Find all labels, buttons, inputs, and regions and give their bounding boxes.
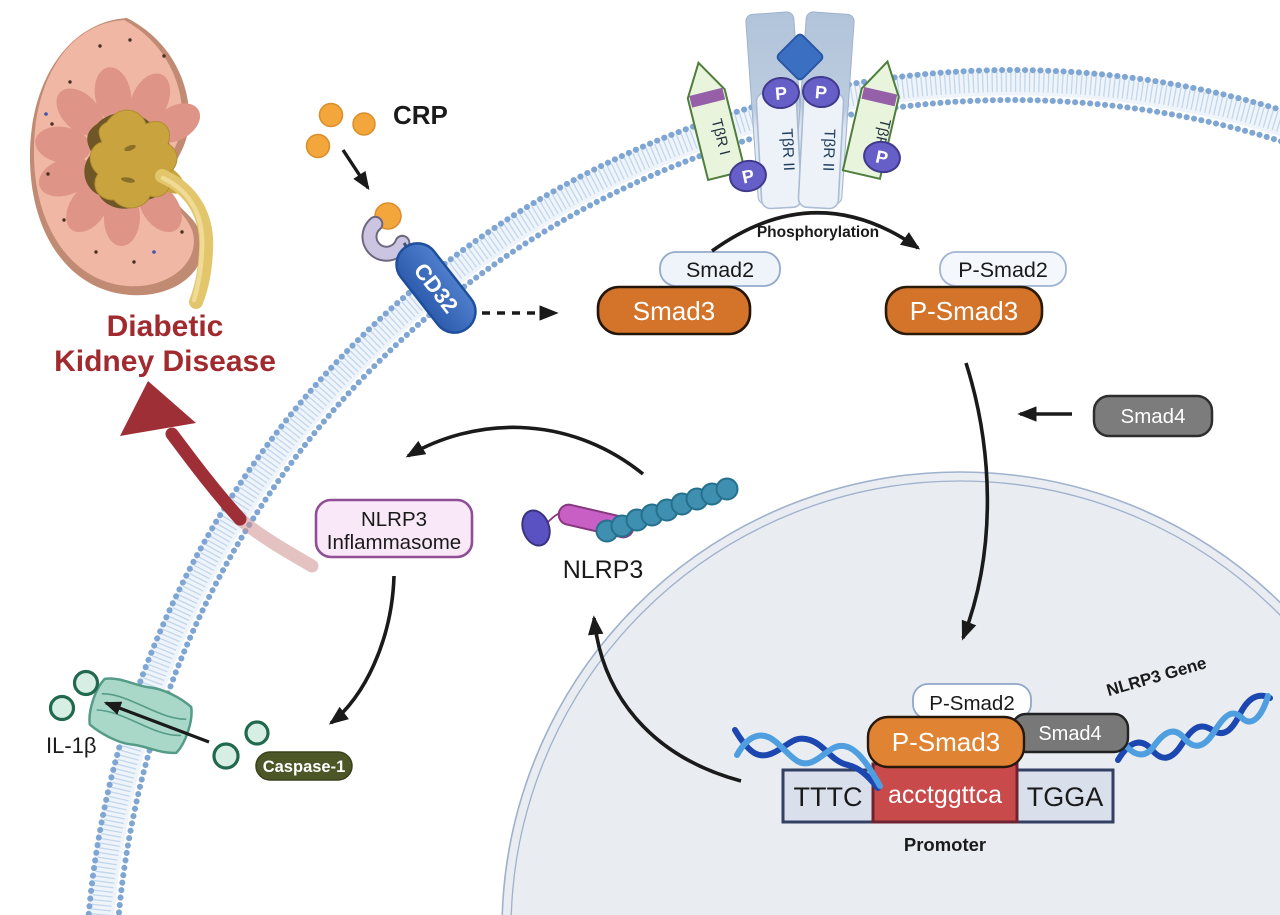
phosphorylation-arrow <box>710 210 921 253</box>
nuclear-smad4-label: Smad4 <box>1038 723 1101 745</box>
kidney-pelvis <box>89 109 178 209</box>
nlrp3-inflammasome: NLRP3 Inflammasome <box>314 498 474 559</box>
il1b-molecule <box>48 694 76 722</box>
nuclear-psmad2-label: P-Smad2 <box>929 692 1014 715</box>
nlrp3-lrr-beads <box>595 477 739 543</box>
crp-molecule <box>352 112 376 136</box>
smad2-smad3-complex: Smad2 Smad3 <box>596 251 781 336</box>
disease-arrow <box>120 381 319 573</box>
disease-title: Diabetic Kidney Disease <box>54 310 276 378</box>
nuclear-psmad3-pill <box>866 715 1026 769</box>
phospho-badge: P <box>863 140 901 174</box>
nuclear-psmad3-label: P-Smad3 <box>892 727 1000 757</box>
inflammasome-assembly-arrow <box>405 425 645 476</box>
caspase1: Caspase-1 <box>255 751 353 781</box>
tbr2-right-label: TβR II <box>819 129 837 172</box>
smad2-label: Smad2 <box>686 258 754 282</box>
tbr1-left <box>686 60 747 182</box>
nlrp3-protein: NLRP3 <box>521 477 739 584</box>
crp-ligand: CRP <box>305 100 448 191</box>
nlrp3-pyd-domain <box>521 509 551 547</box>
caspase1-pill <box>255 751 353 781</box>
kidney-vein-dot <box>152 250 156 254</box>
phospho-badge-label: P <box>740 165 756 187</box>
cell-membrane <box>85 67 1280 915</box>
promoter-label: Promoter <box>904 834 986 855</box>
disease-title-line1: Diabetic <box>107 310 224 343</box>
kidney-ureter-highlight <box>160 175 205 303</box>
kidney-vessel-dots <box>46 38 184 264</box>
phospho-badge: P <box>802 75 840 109</box>
phospho-badge-label: P <box>774 83 788 104</box>
psmad2-label: P-Smad2 <box>958 258 1048 282</box>
kidney-illustration <box>29 18 214 309</box>
phospho-badge: P <box>729 159 767 193</box>
kidney-vein-dot <box>44 112 48 116</box>
nuclear-smad-complex: P-Smad2 Smad4 P-Smad3 <box>866 683 1130 769</box>
psmad3-pill <box>884 285 1044 336</box>
smad4-recruitment: Smad4 <box>1017 394 1214 438</box>
inflammasome-label-line2: Inflammasome <box>327 531 461 554</box>
tgfb-receptor-complex: TβR II TβR II TβR I TβR I P P P <box>686 11 901 210</box>
il1b-molecule <box>244 720 270 746</box>
phospho-badges: P P P P <box>729 75 901 193</box>
phosphorylation-label: Phosphorylation <box>757 224 879 241</box>
crp-molecule <box>318 102 344 128</box>
kidney-pyramids <box>35 67 201 246</box>
smad3-label: Smad3 <box>633 296 715 326</box>
kidney-calyx-slit <box>121 177 135 183</box>
crp-binding-arrow <box>341 149 370 191</box>
phospho-badge-label: P <box>874 146 890 168</box>
crp-molecule <box>305 133 331 159</box>
membrane-outer-heads <box>85 67 1280 915</box>
disease-title-line2: Kidney Disease <box>54 345 276 378</box>
ligand-diamond <box>776 33 824 81</box>
disease-arrow-head <box>120 381 196 436</box>
phospho-badge: P <box>762 76 800 110</box>
inflammasome-box <box>314 498 474 559</box>
psmad3-label: P-Smad3 <box>910 296 1018 326</box>
site-center-label: acctggttca <box>888 781 1002 809</box>
nuclear-import-arrow <box>961 362 990 641</box>
dna-helix-left <box>732 727 883 791</box>
psmad-complex: P-Smad2 P-Smad3 <box>884 251 1067 336</box>
il1b-label: IL-1β <box>46 733 97 758</box>
smad4-label: Smad4 <box>1121 405 1186 428</box>
site-right-label: TGGA <box>1027 782 1104 812</box>
caspase-activation-arrow <box>328 575 396 725</box>
nucleus-inner-membrane <box>510 480 1280 915</box>
smad4-pill <box>1092 394 1214 438</box>
phosphorylation-step: Phosphorylation <box>710 210 921 253</box>
inflammasome-label-line1: NLRP3 <box>361 508 427 531</box>
tbr1-right-tm-band <box>861 86 898 107</box>
disease-arrow-shaft <box>165 427 247 526</box>
il1b-molecule <box>72 669 100 697</box>
il1b-molecule <box>212 742 240 770</box>
tbr1-left-tm-band <box>689 87 726 108</box>
transcription-export-arrow <box>588 615 742 783</box>
cd32-binding-cup <box>361 215 411 262</box>
tbr2-left-label: TβR II <box>778 128 797 171</box>
il1b-molecules: IL-1β <box>46 669 270 770</box>
phospho-badge-label: P <box>814 82 828 103</box>
dna-helix-right <box>1115 692 1273 763</box>
membrane-band <box>87 68 1280 915</box>
kidney-calyx-slit <box>124 144 136 152</box>
pore-fold <box>101 693 187 720</box>
smad3-pill <box>596 285 752 336</box>
il1b-secretion-arrow <box>103 701 210 744</box>
promoter-region: TTTC acctggttca TGGA Promoter <box>781 762 1115 855</box>
crp-label: CRP <box>393 100 448 130</box>
site-left-label: TTTC <box>794 782 863 812</box>
caspase1-label: Caspase-1 <box>263 758 346 776</box>
nlrp3-protein-label: NLRP3 <box>563 556 644 584</box>
disease-arrow-fade <box>233 512 319 573</box>
